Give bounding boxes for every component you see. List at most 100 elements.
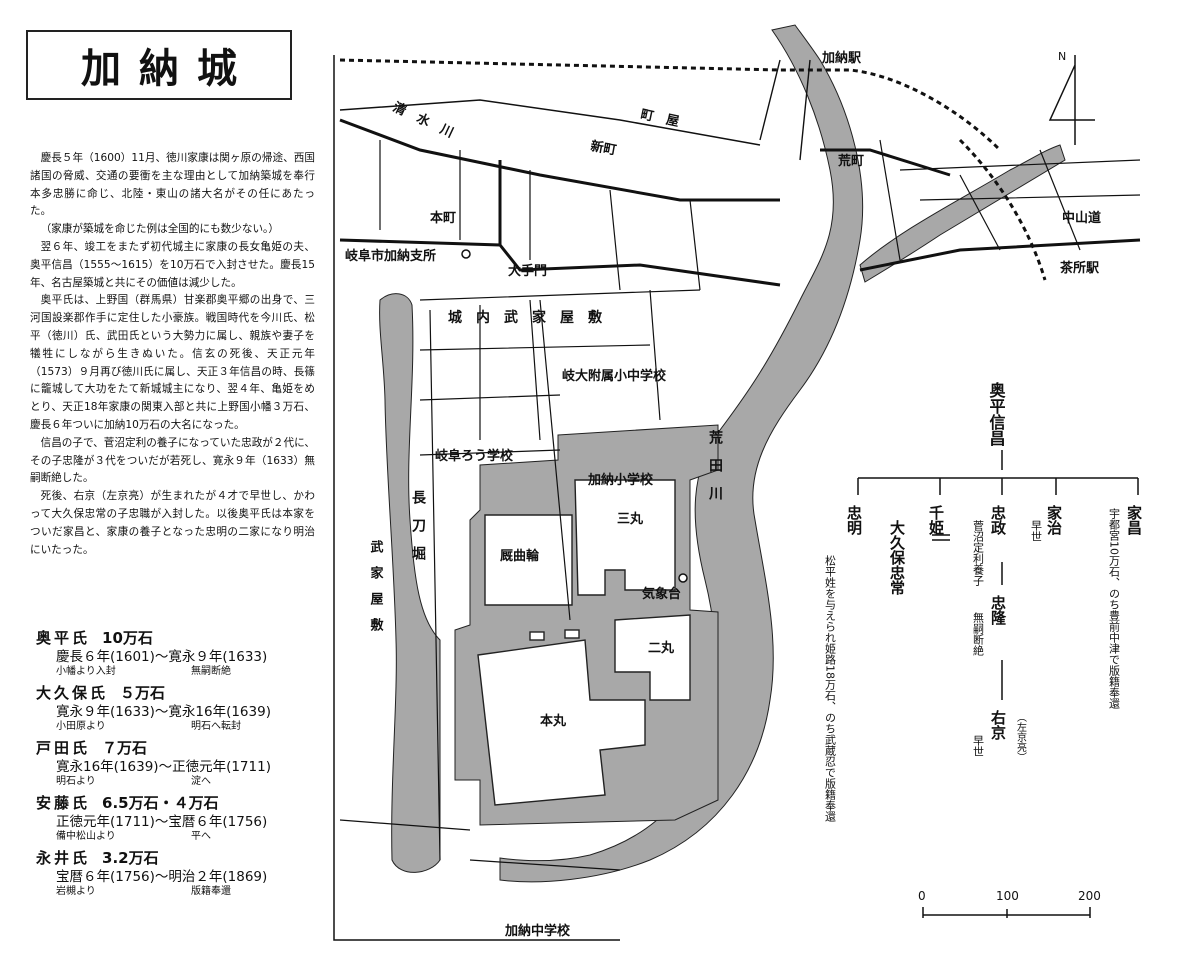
- clan-entry: 奥平氏 10万石 慶長６年(1601)～寛永９年(1633) 小幡より入封 無嗣断絶: [36, 628, 326, 679]
- clan-koku: ５万石: [120, 684, 166, 702]
- honmaru-block: [477, 639, 646, 806]
- map-border: [333, 55, 620, 941]
- kuruwa-block: [484, 514, 573, 606]
- label-bukeyashiki: 城 内 武 家 屋 敷: [448, 309, 603, 326]
- nakasendo-road: [859, 238, 1141, 272]
- machiya-road: [339, 99, 761, 146]
- label-shimizu-river: 清 水 川: [390, 99, 456, 141]
- clan-note-end: 平へ: [191, 831, 211, 842]
- family-chihime-spouse: 大久保忠常: [888, 519, 906, 596]
- label-chasho-station: 茶所駅: [1060, 260, 1100, 276]
- clan-name: 安藤氏: [36, 794, 91, 812]
- family-tadataka: 忠隆: [989, 594, 1007, 625]
- shinmachi-road: [339, 118, 780, 202]
- scale-bar: 0 100 200: [918, 889, 1101, 918]
- street: [419, 289, 701, 456]
- label-kano-station: 加納駅: [821, 50, 862, 66]
- gate-mark: [564, 629, 580, 639]
- gate-mark: [529, 631, 545, 641]
- north-label: N: [1058, 50, 1066, 63]
- label-branch-office: 岐阜市加納支所: [345, 248, 436, 264]
- label-kano-elementary: 加納小学校: [587, 472, 654, 488]
- kishodai-marker: [678, 573, 688, 583]
- honmachi-road: [339, 238, 781, 287]
- label-nakasendo: 中山道: [1062, 210, 1101, 226]
- railway-line-east: [958, 138, 1047, 281]
- clan-entry: 戸田氏 ７万石 寛永16年(1639)～正徳元年(1711) 明石より 淀へ: [36, 738, 326, 789]
- east-river-band: [859, 144, 1066, 283]
- label-sannomaru: 三丸: [617, 511, 644, 527]
- clan-note-start: 備中松山より: [56, 831, 116, 842]
- clan-note-start: 岩槻より: [56, 886, 96, 897]
- label-gidai-school: 岐大附属小中学校: [562, 368, 667, 384]
- family-child: 家治: [1045, 504, 1063, 536]
- label-kishodai: 気象台: [642, 586, 681, 602]
- family-root: 奥平信昌: [987, 381, 1006, 447]
- clan-note-end: 無嗣断絶: [191, 666, 231, 677]
- label-kuruwa: 厩曲輪: [500, 548, 540, 564]
- family-note: 早世: [1030, 520, 1043, 542]
- label-honmachi: 本町: [430, 210, 456, 226]
- branch-office-marker: [461, 249, 471, 259]
- clan-note-end: 淀へ: [191, 776, 211, 787]
- lord-lineage: 奥平氏 10万石 慶長６年(1601)～寛永９年(1633) 小幡より入封 無嗣断絶…: [36, 628, 326, 903]
- clan-note-end: 版籍奉還: [191, 886, 231, 897]
- label-kano-jhs: 加納中学校: [504, 923, 571, 939]
- label-shinmachi: 新町: [589, 138, 617, 158]
- street: [539, 289, 661, 621]
- clan-koku: 10万石: [102, 629, 153, 647]
- label-honmaru: 本丸: [540, 713, 567, 729]
- street: [429, 299, 541, 861]
- arata-river: [499, 24, 864, 883]
- page-title: 加納城: [81, 45, 255, 92]
- clan-range: 正徳元年(1711)～宝暦６年(1756): [56, 814, 268, 830]
- aramachi-road: [820, 148, 951, 177]
- family-tree: [857, 450, 1139, 700]
- scale-label-200: 200: [1078, 889, 1101, 903]
- clan-note-start: 明石より: [56, 776, 96, 787]
- scale-label-0: 0: [918, 889, 926, 903]
- paragraph: 死後、右京（左京亮）が生まれたが４才で早世し、かわって大久保忠常の子忠職が入封し…: [30, 490, 315, 556]
- clan-note-end: 明石へ転封: [191, 721, 241, 732]
- paragraph: 奥平氏は、上野国（群馬県）甘楽郡奥平郷の出身で、三河国設楽郡作手に定住した小豪族…: [30, 294, 315, 431]
- paragraph: 信昌の子で、菅沼定利の養子になっていた忠政が２代に、その子忠隆が３代をついだが若…: [30, 436, 315, 485]
- clan-range: 慶長６年(1601)～寛永９年(1633): [56, 649, 268, 665]
- family-ukyo: 右京: [989, 709, 1007, 741]
- roads: [333, 55, 1141, 941]
- street: [899, 159, 1141, 201]
- label-arata-river: 荒 田 川: [707, 429, 724, 500]
- clan-koku: 6.5万石・４万石: [102, 794, 219, 812]
- family-child: 千姫: [927, 505, 945, 536]
- scale-label-100: 100: [996, 889, 1019, 903]
- clan-note-start: 小幡より入封: [56, 666, 116, 677]
- clan-range: 宝暦６年(1756)～明治２年(1869): [56, 869, 268, 885]
- baileys: [477, 479, 691, 806]
- clan-name: 奥平氏: [36, 629, 91, 647]
- clan-range: 寛永16年(1639)～正徳元年(1711): [56, 759, 271, 775]
- title-box: 加納城: [26, 30, 292, 100]
- sannomaru-block: [574, 479, 676, 596]
- clan-entry: 大久保氏 ５万石 寛永９年(1633)～寛永16年(1639) 小田原より 明石へ転…: [36, 683, 326, 734]
- family-ukyo-note: 早世: [972, 735, 985, 757]
- clan-name: 永井氏: [36, 849, 91, 867]
- clan-entry: 安藤氏 6.5万石・４万石 正徳元年(1711)～宝暦６年(1756) 備中松山よ…: [36, 793, 326, 844]
- clan-note-start: 小田原より: [56, 721, 106, 732]
- railway-line: [339, 58, 1002, 152]
- clan-koku: ７万石: [102, 739, 148, 757]
- clan-range: 寛永９年(1633)～寛永16年(1639): [56, 704, 271, 720]
- label-aramachi: 荒町: [837, 153, 864, 169]
- ninomaru-block: [614, 614, 691, 701]
- family-note: 菅沼定利養子: [972, 520, 985, 586]
- family-note: 松平姓を与えられ姫路18万石、のち武蔵忍で版籍奉還: [824, 554, 837, 822]
- clan-name: 戸田氏: [36, 739, 91, 757]
- map-labels: 加納駅 町 屋 新町 荒町 清 水 川 本町 中山道 茶所駅 岐阜市加納支所 大…: [345, 50, 1101, 939]
- family-child: 家昌: [1125, 504, 1143, 536]
- label-bukeyashiki-vertical: 武 家 屋 敷: [368, 539, 384, 632]
- street: [759, 59, 811, 161]
- street: [379, 140, 701, 291]
- label-deaf-school: 岐阜ろう学校: [435, 448, 514, 464]
- family-ukyo-alias: （左京亮）: [1015, 712, 1027, 762]
- clan-name: 大久保氏: [36, 684, 109, 702]
- history-text: 慶長５年（1600）11月、徳川家康は関ヶ原の帰途、西国諸国の脅威、交通の要衝を…: [30, 150, 315, 559]
- street: [879, 139, 1081, 261]
